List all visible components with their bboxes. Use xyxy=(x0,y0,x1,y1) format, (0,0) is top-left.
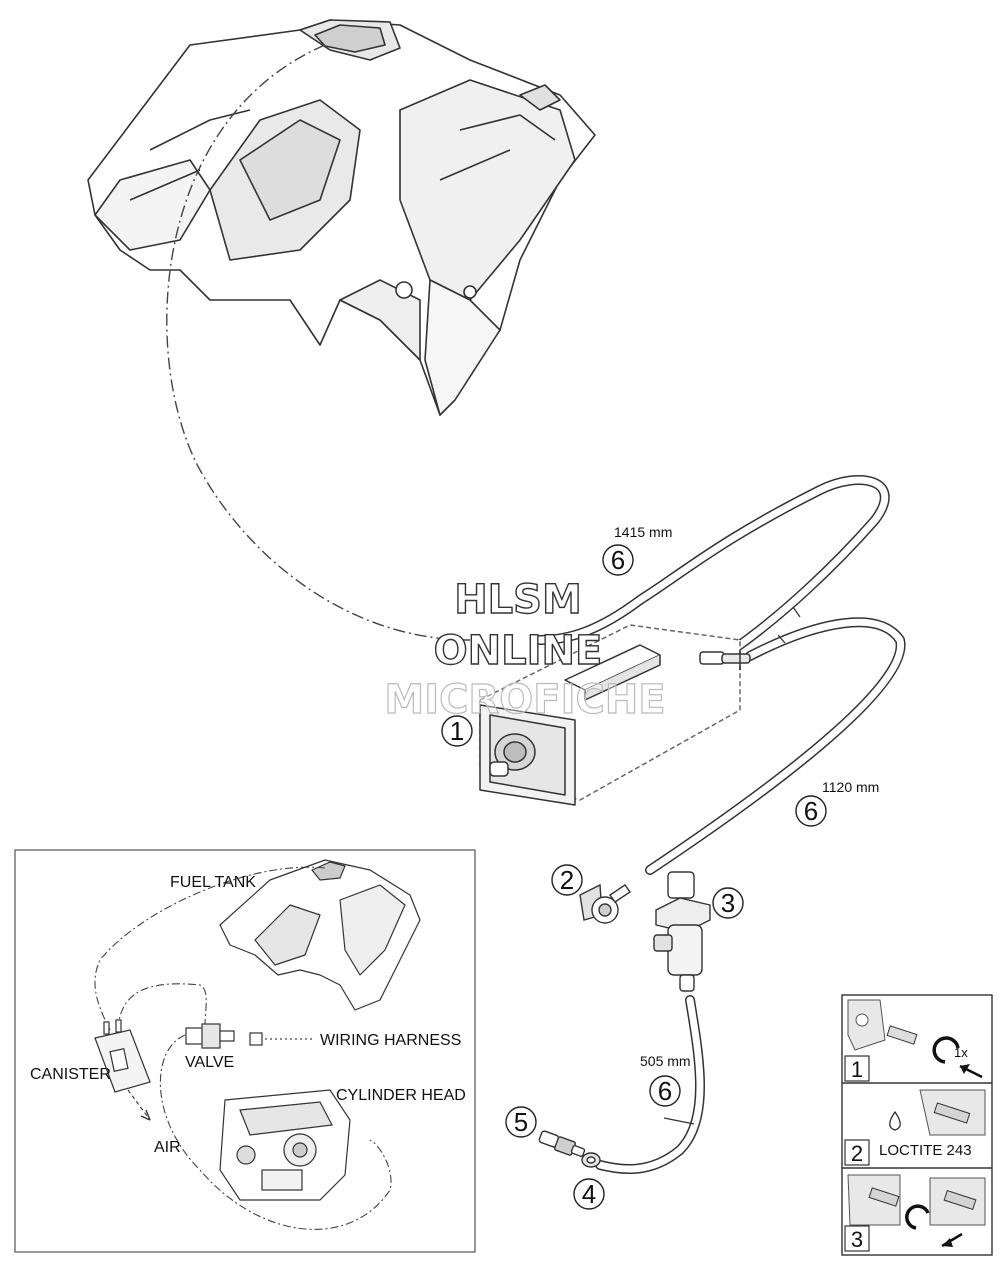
callout-4: 4 xyxy=(573,1178,605,1210)
inset-label-valve: VALVE xyxy=(185,1054,234,1071)
legend-step-2: 2 LOCTITE 243 xyxy=(844,1089,986,1166)
callout-3-number: 3 xyxy=(721,888,735,918)
inset-label-fuel-tank: FUEL TANK xyxy=(170,874,256,891)
clip-part-2 xyxy=(579,883,631,924)
callout-6-right: 6 xyxy=(795,795,827,827)
callout-4-number: 4 xyxy=(582,1179,596,1209)
watermark-line-2: ONLINE xyxy=(434,628,603,674)
callout-6-bottom: 6 xyxy=(649,1075,681,1107)
callout-5-number: 5 xyxy=(514,1107,528,1137)
canister-part-1 xyxy=(479,624,751,806)
inset-label-air: AIR xyxy=(154,1139,181,1156)
push-arrow-icon xyxy=(942,1238,953,1247)
callout-6-top: 6 xyxy=(602,544,634,576)
callout-6-top-number: 6 xyxy=(611,545,625,575)
legend-step-3: 3 xyxy=(844,1174,986,1252)
watermark: HLSM ONLINE MICROFICHE xyxy=(384,576,666,723)
inset-canister-icon xyxy=(94,1019,151,1093)
callout-6-right-number: 6 xyxy=(804,796,818,826)
inset-valve-icon xyxy=(185,1023,263,1049)
clamp-part-4 xyxy=(581,1152,601,1168)
legend-step-1-number: 1 xyxy=(851,1057,863,1082)
callout-1-number: 1 xyxy=(450,716,464,746)
callout-5: 5 xyxy=(505,1106,537,1138)
rotate-arrow-icon xyxy=(905,1204,930,1230)
watermark-line-3: MICROFICHE xyxy=(384,677,665,723)
callout-2: 2 xyxy=(551,864,583,896)
legend-step-2-note: LOCTITE 243 xyxy=(879,1142,972,1159)
rotate-arrow-icon xyxy=(932,1036,960,1064)
hose-1120mm xyxy=(645,617,906,875)
assembly-legend: 1 1x 2 LOCTITE 243 3 xyxy=(841,994,993,1256)
inset-label-cylinder-head: CYLINDER HEAD xyxy=(336,1087,466,1104)
valve-part-3 xyxy=(653,871,711,992)
legend-step-2-number: 2 xyxy=(851,1141,863,1166)
dimension-1120mm: 1120 mm xyxy=(822,779,879,795)
system-schematic-inset: FUEL TANK WIRING HARNESS CANISTER VALVE … xyxy=(14,849,476,1253)
legend-step-3-number: 3 xyxy=(851,1227,863,1252)
fuel-tank-illustration xyxy=(87,19,596,416)
inset-cylinder-head-icon xyxy=(219,1089,351,1201)
callout-1: 1 xyxy=(441,715,473,747)
loctite-drop-icon xyxy=(889,1110,901,1131)
inset-label-wiring-harness: WIRING HARNESS xyxy=(320,1032,461,1049)
push-arrow-icon xyxy=(960,1064,970,1074)
callout-2-number: 2 xyxy=(560,865,574,895)
hose-505mm xyxy=(595,995,705,1175)
dimension-505mm: 505 mm xyxy=(640,1053,691,1069)
hose-1415mm xyxy=(535,475,890,667)
fitting-part-5 xyxy=(538,1130,586,1157)
vent-line-dashed xyxy=(166,44,471,641)
callout-6-bottom-number: 6 xyxy=(658,1076,672,1106)
inset-fuel-tank-icon xyxy=(219,859,421,1011)
dimension-1415mm: 1415 mm xyxy=(614,524,672,540)
legend-step-1: 1 1x xyxy=(844,999,983,1082)
callout-3: 3 xyxy=(712,887,744,919)
inset-label-canister: CANISTER xyxy=(30,1066,111,1083)
legend-step-1-note: 1x xyxy=(954,1045,968,1060)
watermark-line-1: HLSM xyxy=(454,577,582,623)
